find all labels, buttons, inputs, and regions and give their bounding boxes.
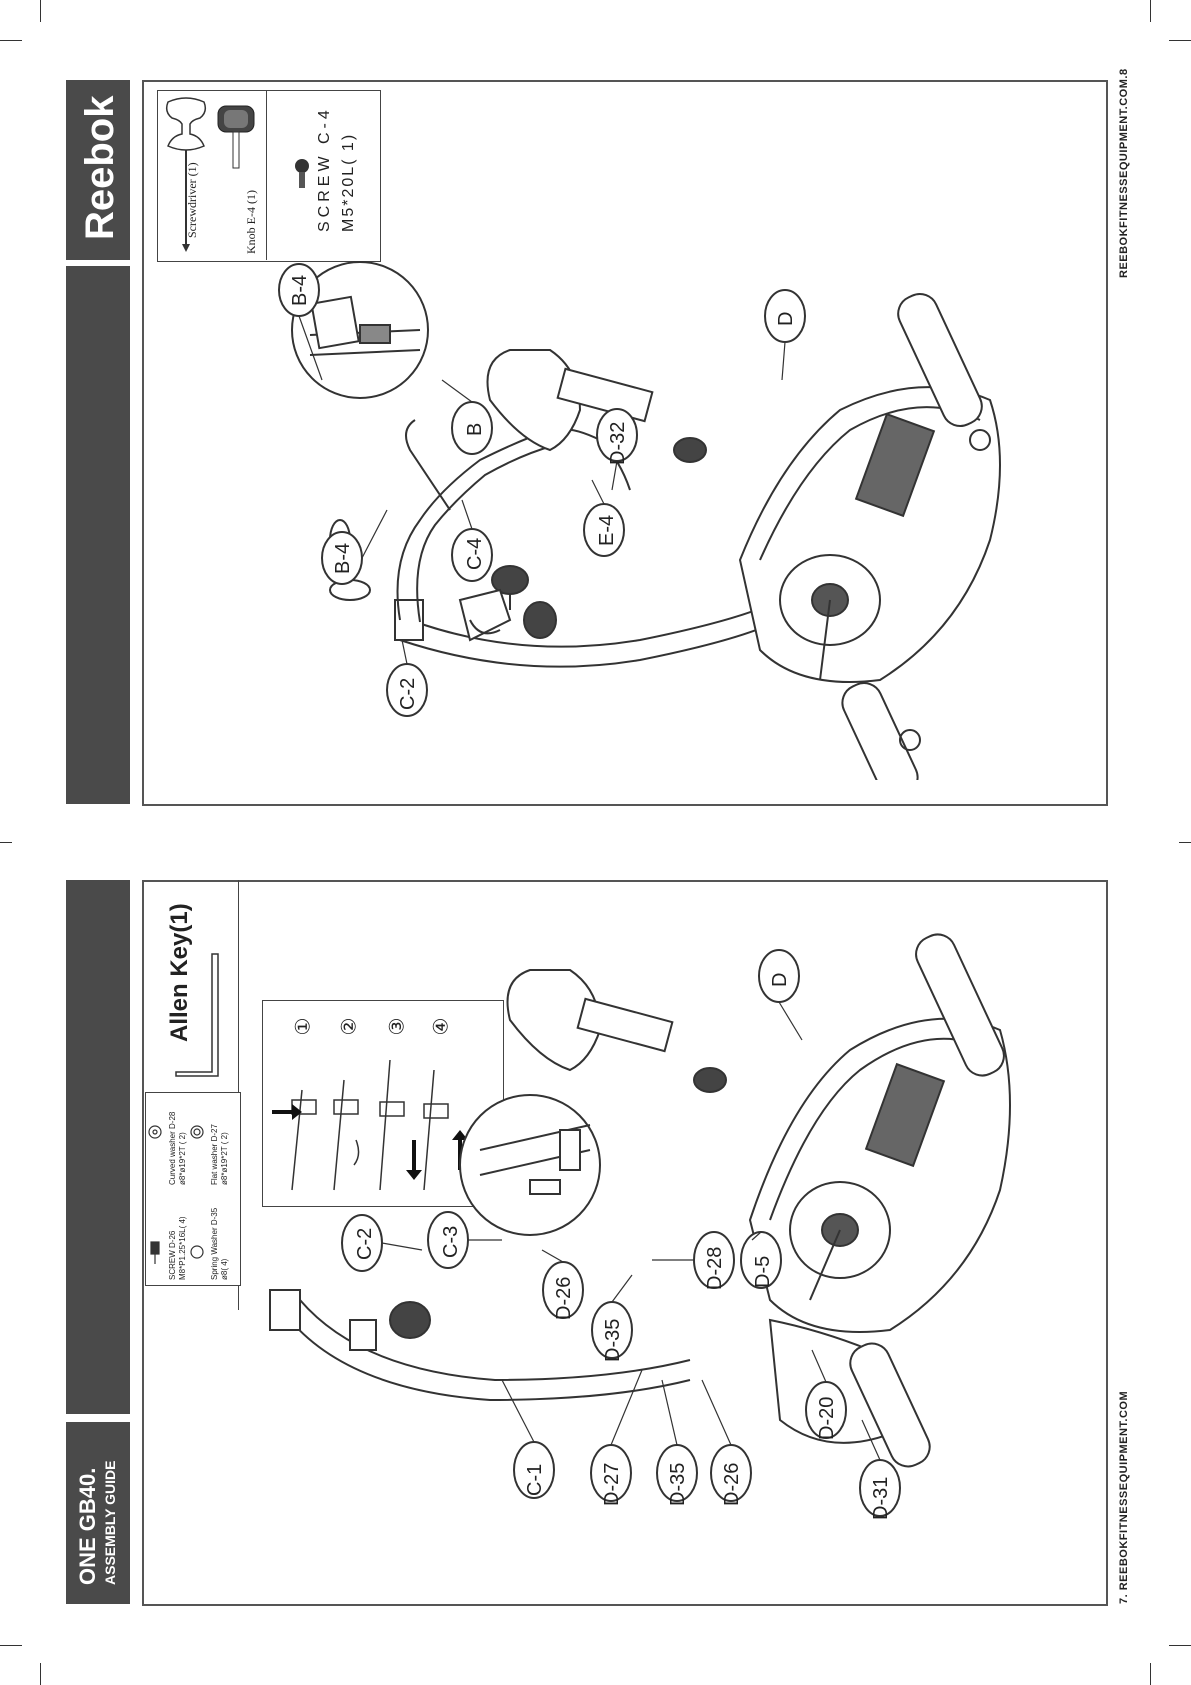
callout-d27: D-27 [601,1462,623,1506]
footer-url-right: REEBOKFITNESSEQUIPMENT.COM.8 [1118,68,1130,278]
callout-d28: D-28 [704,1246,726,1290]
footer-url-left: 7. REEBOKFITNESSEQUIPMENT.COM [1118,1390,1130,1604]
callout-b4: B-4 [332,542,354,574]
callout-d26-bottom: D-26 [721,1462,743,1506]
brand-band [66,80,130,260]
screw-icon [295,159,309,188]
parts-box [145,1092,241,1286]
crop-mark [40,0,41,22]
step5-callouts [278,263,806,717]
callout-d20: D-20 [816,1396,838,1440]
callout-c1: C-1 [524,1463,546,1496]
step5-tools-divider [266,90,267,260]
part-icons [148,1125,204,1264]
step4-callouts [341,949,901,1517]
crop-mark [1169,40,1191,41]
callout-c4: C-4 [464,537,486,570]
crop-mark [0,842,12,843]
product-title: ONE GB40. [75,1467,100,1585]
callout-b: B [464,422,486,436]
crop-mark [0,40,22,41]
brand-logo: Reebok [78,95,122,241]
crop-mark [0,1645,22,1646]
callout-b4-inset: B-4 [289,274,311,306]
callout-c3: C-3 [440,1225,462,1258]
crop-mark [1179,842,1191,843]
crop-mark [1150,1663,1151,1685]
step5-bike-illustration [291,261,1001,780]
callout-d35-bottom: D-35 [667,1462,689,1506]
title-band [66,1422,130,1604]
callout-d: D [775,311,797,326]
callout-d31: D-31 [870,1476,892,1520]
screwdriver-icon [165,97,207,252]
callout-d32: D-32 [607,421,629,465]
header-band-top [66,266,130,804]
crop-mark [1150,0,1151,22]
step4-bike-illustration [269,933,1011,1468]
step5-tools-box [157,90,381,262]
knob-icon [217,105,255,169]
callout-d5: D-5 [752,1255,774,1288]
callout-c2-step4: C-2 [354,1227,376,1260]
guide-subtitle: ASSEMBLY GUIDE [102,1460,118,1585]
crop-mark [40,1663,41,1685]
callout-c2: C-2 [397,677,419,710]
callout-e4: E-4 [596,514,618,546]
callout-d-step4: D [769,972,791,987]
header-band-bottom [66,880,130,1414]
callout-d26-top: D-26 [553,1276,575,1320]
callout-d35-top: D-35 [602,1318,624,1362]
crop-mark [1169,1645,1191,1646]
allen-key-icon [175,953,219,1077]
